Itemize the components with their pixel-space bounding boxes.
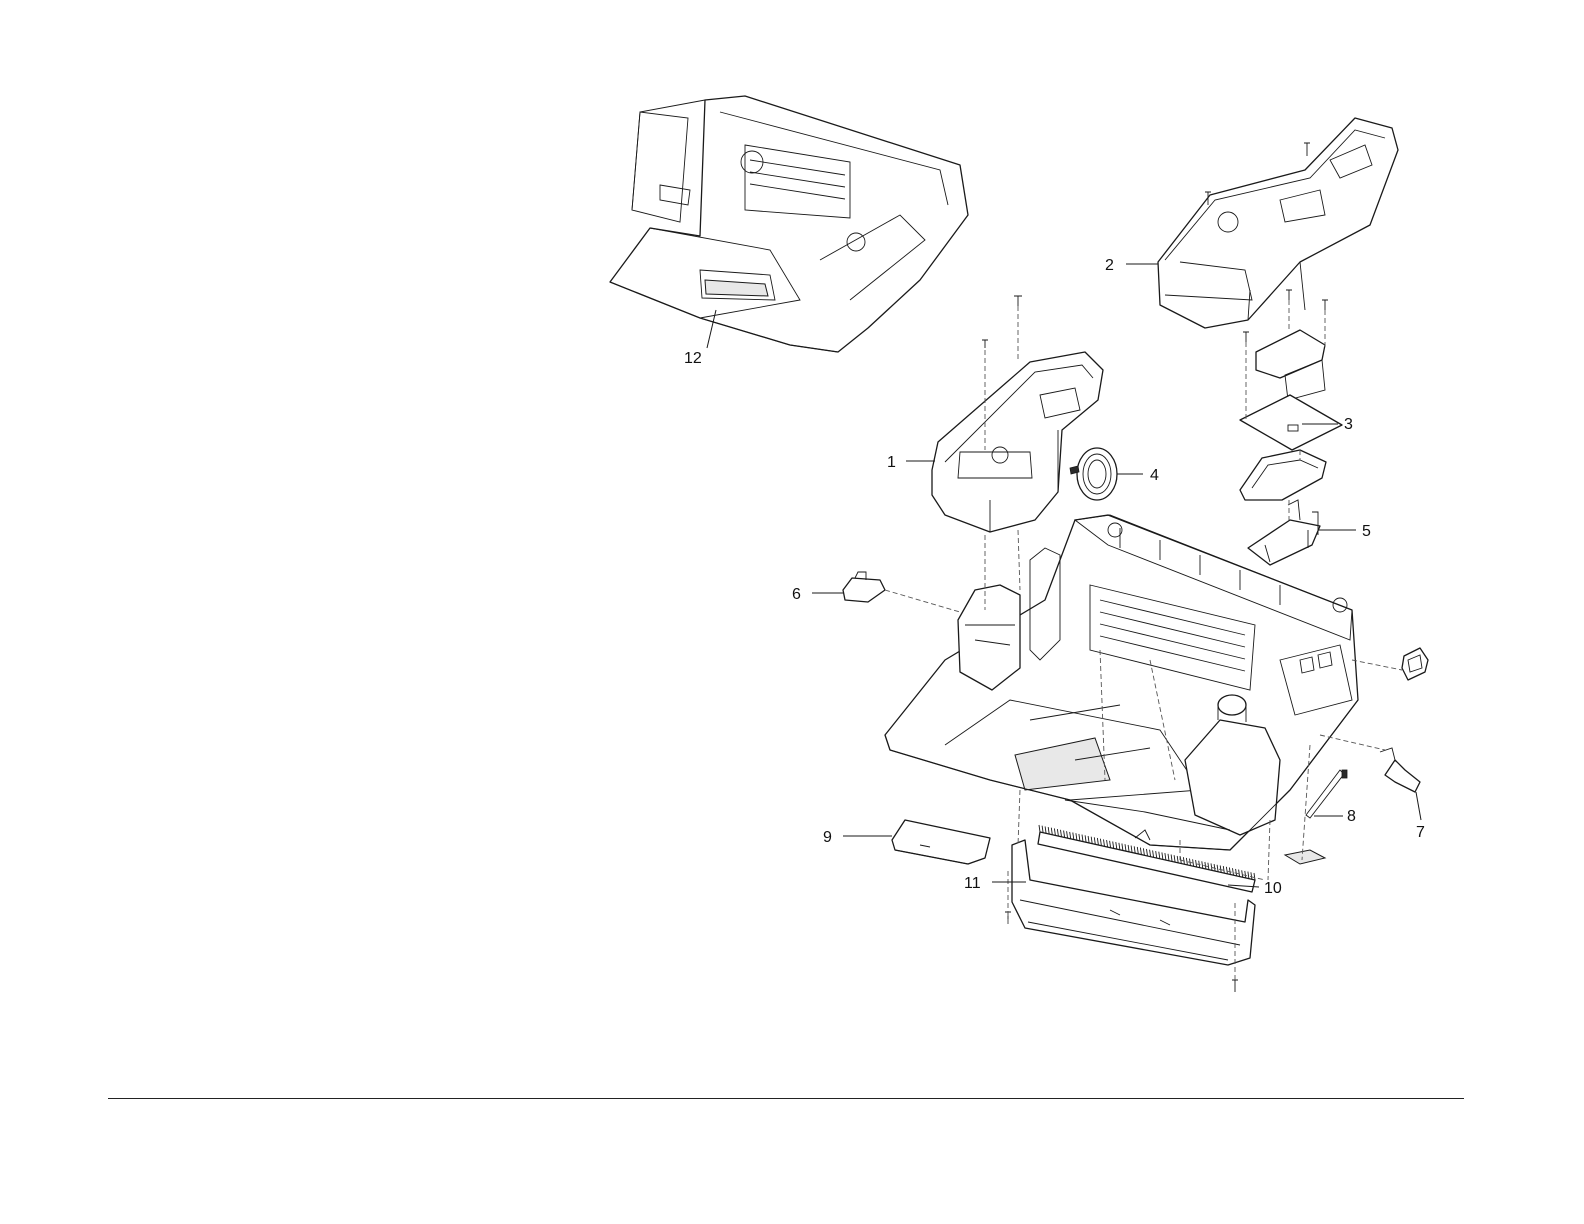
callout-12: 12 [684, 350, 702, 367]
part-5-bracket [1248, 500, 1320, 565]
callout-6: 6 [792, 586, 801, 603]
part-4-coil [1070, 448, 1117, 500]
part-7-lever [1380, 748, 1420, 792]
callout-1: 1 [887, 454, 896, 471]
callout-4: 4 [1150, 467, 1159, 484]
callout-10: 10 [1264, 880, 1282, 897]
callout-11: 11 [964, 875, 981, 892]
part-3-control-board [1240, 290, 1342, 500]
part-8-spring [1306, 770, 1347, 818]
right-side-clip [1402, 648, 1428, 680]
part-6-latch [843, 572, 885, 602]
callout-8: 8 [1347, 808, 1356, 825]
part-9-tray-cover [892, 820, 990, 864]
callout-5: 5 [1362, 523, 1371, 540]
callout-9: 9 [823, 829, 832, 846]
part-2-right-upper-cover [1158, 118, 1398, 328]
part-1-left-upper-cover [932, 296, 1103, 532]
callout-7: 7 [1416, 824, 1425, 841]
callout-3: 3 [1344, 416, 1353, 433]
footer-rule [108, 1098, 1464, 1099]
main-base-frame [885, 515, 1358, 850]
part-12-assembled-base [610, 96, 968, 352]
callout-2: 2 [1105, 257, 1114, 274]
